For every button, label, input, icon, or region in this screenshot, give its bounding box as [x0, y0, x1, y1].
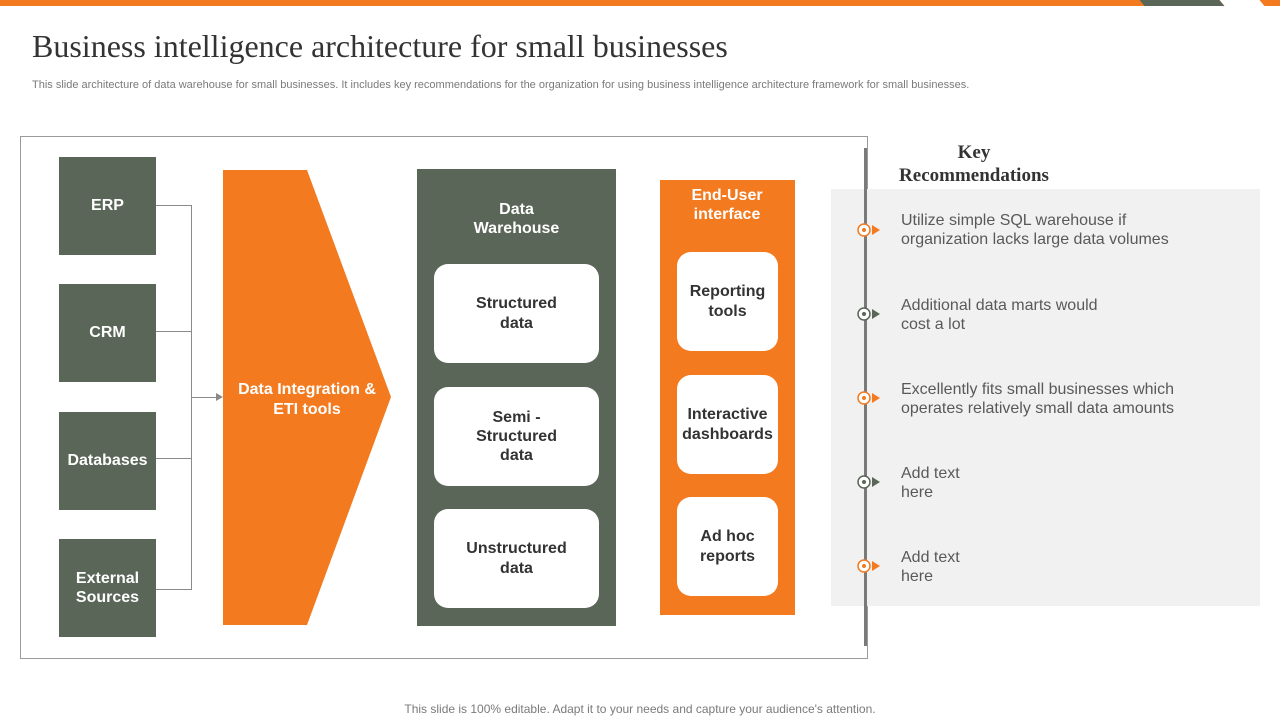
warehouse-item-structured: Structured data: [434, 264, 599, 363]
data-warehouse-block: Data Warehouse Structured data Semi - St…: [417, 169, 616, 626]
data-integration-label: Data Integration & ETI tools: [238, 381, 376, 418]
top-stripe-decoration: [1219, 0, 1265, 6]
data-warehouse-title: Data Warehouse: [473, 201, 560, 238]
data-integration-block: Data Integration & ETI tools: [223, 170, 391, 625]
bullet-marker-icon: [856, 221, 882, 239]
source-box-databases: Databases: [59, 412, 156, 510]
end-user-item-interactive-dashboards: Interactive dashboards: [677, 375, 778, 474]
recommendation-text: Additional data marts would cost a lot: [901, 297, 1098, 334]
warehouse-item-semi-structured: Semi - Structured data: [434, 387, 599, 486]
bullet-marker-icon: [856, 305, 882, 323]
bullet-marker-icon: [856, 473, 882, 491]
slide-title: Business intelligence architecture for s…: [32, 28, 728, 64]
bullet-marker-icon: [856, 557, 882, 575]
connector-line: [156, 331, 191, 332]
top-accent-bar: [0, 0, 1280, 6]
recommendation-text: Utilize simple SQL warehouse if organiza…: [901, 212, 1169, 249]
warehouse-item-unstructured: Unstructured data: [434, 509, 599, 608]
end-user-interface-title: End-User interface: [691, 187, 763, 224]
connector-to-integration: [191, 397, 217, 398]
connector-line: [156, 458, 191, 459]
chevron-shape: [223, 170, 391, 625]
recommendations-panel: [831, 189, 1260, 606]
arrow-head-icon: [216, 393, 223, 401]
recommendation-text: Excellently fits small businesses which …: [901, 381, 1175, 418]
bullet-marker-icon: [856, 389, 882, 407]
end-user-item-reporting-tools: Reporting tools: [677, 252, 778, 351]
source-box-crm: CRM: [59, 284, 156, 382]
slide-subtitle: This slide architecture of data warehous…: [32, 79, 970, 91]
source-box-erp: ERP: [59, 157, 156, 255]
key-recommendations-title: Key Recommendations: [899, 142, 1049, 186]
recommendation-text: Add text here: [901, 465, 960, 502]
top-stripe-decoration: [1139, 0, 1225, 6]
connector-line: [156, 589, 191, 590]
slide-footer: This slide is 100% editable. Adapt it to…: [404, 702, 876, 716]
source-box-external-sources: External Sources: [59, 539, 156, 637]
connector-line: [156, 205, 191, 206]
end-user-interface-block: End-User interface Reporting tools Inter…: [660, 180, 795, 615]
end-user-item-ad-hoc-reports: Ad hoc reports: [677, 497, 778, 596]
recommendation-text: Add text here: [901, 549, 960, 586]
